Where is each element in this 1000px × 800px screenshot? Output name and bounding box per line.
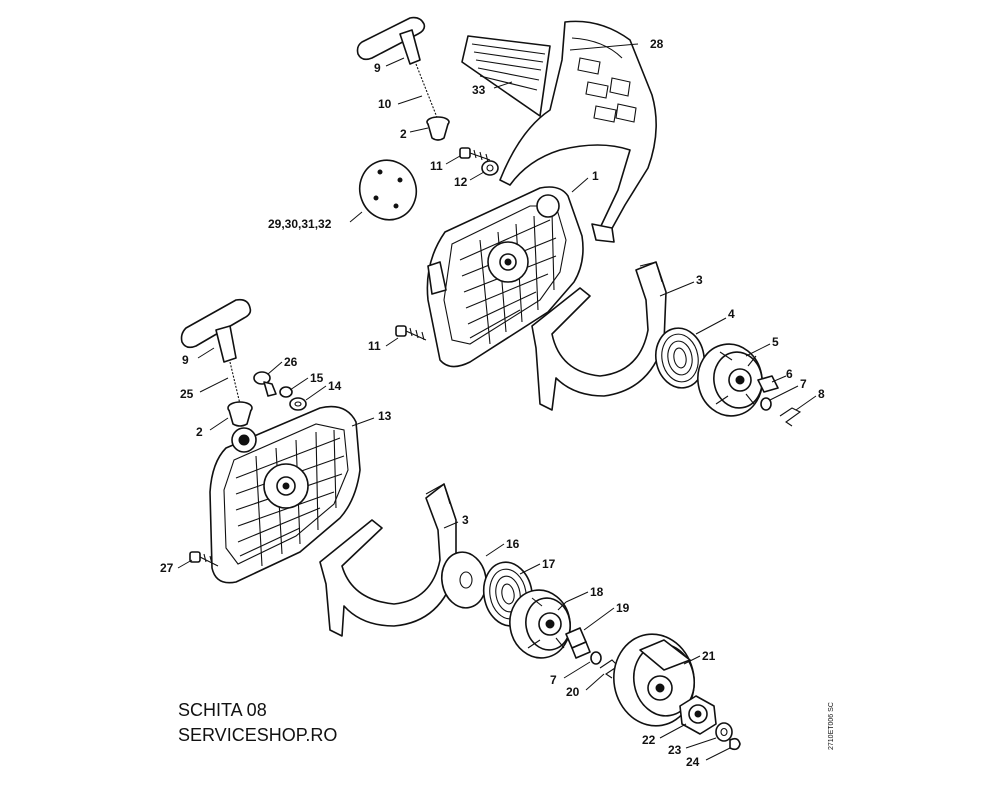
label-27: 27 bbox=[160, 561, 174, 575]
part-6-pawl bbox=[757, 375, 779, 393]
label-3-upper: 3 bbox=[696, 273, 703, 287]
label-19: 19 bbox=[616, 601, 630, 615]
label-9-upper: 9 bbox=[374, 61, 381, 75]
label-29-32: 29,30,31,32 bbox=[268, 217, 332, 231]
part-11-screw-mid bbox=[395, 325, 427, 341]
label-16: 16 bbox=[506, 537, 520, 551]
part-21-pulley bbox=[613, 633, 695, 727]
part-2-grommet-upper bbox=[426, 116, 450, 141]
part-16-washer-disc bbox=[440, 551, 488, 609]
part-10-starter-rope bbox=[415, 63, 439, 121]
label-25: 25 bbox=[180, 387, 194, 401]
part-28-hand-guard bbox=[499, 20, 657, 243]
part-4-rewind-spring-upper bbox=[654, 327, 706, 389]
part-15-spacer bbox=[279, 386, 293, 398]
part-11-screw-upper bbox=[459, 147, 491, 163]
label-17: 17 bbox=[542, 557, 556, 571]
label-26: 26 bbox=[284, 355, 298, 369]
label-9-lower: 9 bbox=[182, 353, 189, 367]
part-26-screw bbox=[253, 371, 277, 397]
part-3-guide-plate-lower bbox=[319, 483, 457, 637]
label-2-lower: 2 bbox=[196, 425, 203, 439]
part-3-guide-plate-upper bbox=[531, 261, 667, 411]
label-33: 33 bbox=[472, 83, 486, 97]
part-7-washer-lower bbox=[590, 651, 602, 665]
label-22: 22 bbox=[642, 733, 656, 747]
label-6: 6 bbox=[786, 367, 793, 381]
label-15: 15 bbox=[310, 371, 324, 385]
caption-title: SCHITA 08 bbox=[178, 700, 267, 720]
label-11-mid: 11 bbox=[368, 339, 381, 353]
label-24: 24 bbox=[686, 755, 700, 769]
label-1: 1 bbox=[592, 169, 599, 183]
caption-site: SERVICESHOP.RO bbox=[178, 725, 338, 745]
part-23-washer bbox=[715, 722, 733, 742]
part-1-fan-housing bbox=[426, 186, 584, 368]
part-27-screw bbox=[189, 551, 219, 567]
label-14: 14 bbox=[328, 379, 342, 393]
part-19-pawl bbox=[565, 627, 591, 659]
part-25-starter-rope bbox=[229, 361, 241, 405]
label-2-upper: 2 bbox=[400, 127, 407, 141]
part-12-nut bbox=[481, 160, 499, 176]
label-10: 10 bbox=[378, 97, 392, 111]
part-5-rope-rotor-upper bbox=[697, 343, 763, 417]
label-20: 20 bbox=[566, 685, 580, 699]
part-9-handle-lower bbox=[180, 298, 252, 363]
part-18-rope-rotor-lower bbox=[509, 589, 571, 659]
label-13: 13 bbox=[378, 409, 392, 423]
label-8: 8 bbox=[818, 387, 825, 401]
part-7-washer-upper bbox=[760, 397, 772, 411]
part-22-bushing bbox=[679, 695, 717, 735]
label-11-upper: 11 bbox=[430, 159, 443, 173]
label-12: 12 bbox=[454, 175, 468, 189]
label-3-lower: 3 bbox=[462, 513, 469, 527]
label-28: 28 bbox=[650, 37, 664, 51]
part-8-spring-clip bbox=[779, 407, 802, 427]
label-5: 5 bbox=[772, 335, 779, 349]
part-2-grommet-lower bbox=[227, 401, 253, 427]
label-4: 4 bbox=[728, 307, 735, 321]
part-9-handle-upper bbox=[356, 16, 426, 65]
label-23: 23 bbox=[668, 743, 682, 757]
diagram-code: 2710ET006 SC bbox=[828, 702, 835, 750]
part-14-washer bbox=[289, 397, 307, 411]
label-21: 21 bbox=[702, 649, 716, 663]
leader-lines bbox=[177, 43, 817, 761]
part-labels: 28 33 9 10 2 11 12 29,30,31,32 1 11 3 4 … bbox=[160, 37, 825, 769]
label-18: 18 bbox=[590, 585, 604, 599]
part-29-32-cover-disc bbox=[358, 159, 418, 221]
label-7-lower: 7 bbox=[550, 673, 557, 687]
label-7-upper: 7 bbox=[800, 377, 807, 391]
part-13-fan-housing bbox=[209, 405, 361, 584]
part-24-clip bbox=[729, 737, 741, 751]
part-33-decal bbox=[461, 35, 551, 117]
